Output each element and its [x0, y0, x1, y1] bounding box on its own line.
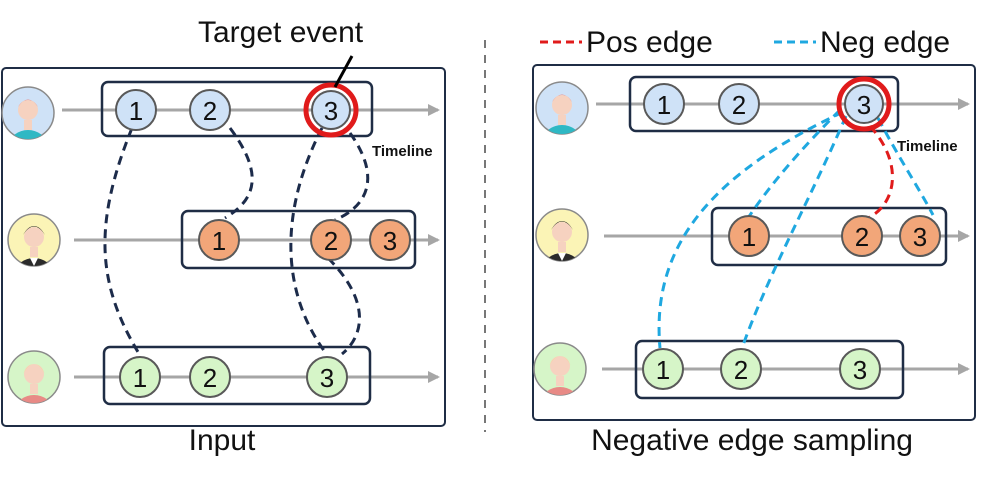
- svg-text:1: 1: [656, 355, 670, 385]
- svg-text:3: 3: [857, 90, 871, 120]
- node-u3-3: 3: [306, 356, 348, 398]
- svg-text:3: 3: [383, 226, 397, 256]
- input-caption: Input: [189, 424, 256, 457]
- node-u1-3-target: 3: [836, 76, 892, 132]
- negative-sampling-caption: Negative edge sampling: [591, 424, 913, 457]
- node-u2-1: 1: [728, 215, 770, 257]
- user-avatar-icon: [535, 208, 589, 262]
- svg-text:2: 2: [732, 90, 746, 120]
- timeline-label: Timeline: [897, 138, 958, 155]
- user-avatar-icon: [535, 81, 589, 135]
- input-panel: 1 2 3 1 2 3 1 2 3: [1, 16, 446, 457]
- negative-sampling-frame: [532, 64, 976, 421]
- user-avatar-icon: [1, 86, 55, 140]
- node-u1-2: 2: [718, 83, 760, 125]
- target-event-pointer: [333, 55, 354, 88]
- user-avatar-icon: [7, 213, 61, 267]
- user-avatar-icon: [7, 350, 61, 404]
- target-event-label: Target event: [198, 16, 364, 49]
- input-edge: [103, 127, 140, 353]
- node-u1-1: 1: [643, 83, 685, 125]
- node-u3-1: 1: [119, 356, 161, 398]
- neg-edge: [746, 108, 842, 219]
- svg-text:3: 3: [324, 96, 338, 126]
- node-u1-2: 2: [189, 89, 231, 131]
- svg-text:1: 1: [657, 90, 671, 120]
- node-u3-2: 2: [720, 348, 762, 390]
- user-avatar-icon: [533, 342, 587, 396]
- node-u2-2: 2: [841, 215, 883, 257]
- event-group-user3: [634, 339, 905, 400]
- input-edge: [334, 132, 370, 222]
- svg-text:2: 2: [855, 222, 869, 252]
- legend: Pos edge Neg edge: [540, 26, 950, 59]
- input-edge: [289, 127, 327, 353]
- node-u2-3: 3: [899, 215, 941, 257]
- input-frame: [1, 67, 446, 427]
- neg-edge: [740, 115, 848, 349]
- node-u3-3: 3: [839, 348, 881, 390]
- svg-text:3: 3: [913, 222, 927, 252]
- input-edges: [103, 127, 370, 356]
- event-group-user2: [710, 206, 948, 267]
- neg-edge: [657, 110, 844, 349]
- svg-text:2: 2: [203, 96, 217, 126]
- node-u3-2: 2: [189, 356, 231, 398]
- svg-text:1: 1: [133, 363, 147, 393]
- svg-text:1: 1: [212, 226, 226, 256]
- event-group-user2: [180, 209, 417, 270]
- node-u3-1: 1: [642, 348, 684, 390]
- svg-text:2: 2: [734, 355, 748, 385]
- negative-sampling-panel: Pos edge Neg edge 1 2 3 1: [532, 26, 976, 457]
- pos-edge: [867, 124, 894, 220]
- svg-text:1: 1: [129, 96, 143, 126]
- event-group-user1: [100, 80, 374, 138]
- event-group-user3: [102, 345, 372, 406]
- node-u2-3: 3: [369, 219, 411, 261]
- input-edge: [224, 127, 254, 220]
- negative-edges: [657, 108, 935, 349]
- node-u1-3-target: 3: [303, 82, 359, 138]
- svg-text:2: 2: [324, 226, 338, 256]
- node-u2-2: 2: [310, 219, 352, 261]
- pos-edge-legend-label: Pos edge: [586, 26, 713, 59]
- input-edge: [326, 256, 361, 356]
- neg-edge: [876, 117, 935, 216]
- timeline-label: Timeline: [372, 143, 433, 160]
- node-u2-1: 1: [198, 219, 240, 261]
- svg-text:3: 3: [320, 363, 334, 393]
- svg-text:3: 3: [853, 355, 867, 385]
- svg-text:2: 2: [203, 363, 217, 393]
- svg-text:1: 1: [742, 222, 756, 252]
- neg-edge-legend-label: Neg edge: [820, 26, 950, 59]
- event-group-user1: [628, 75, 900, 133]
- node-u1-1: 1: [115, 89, 157, 131]
